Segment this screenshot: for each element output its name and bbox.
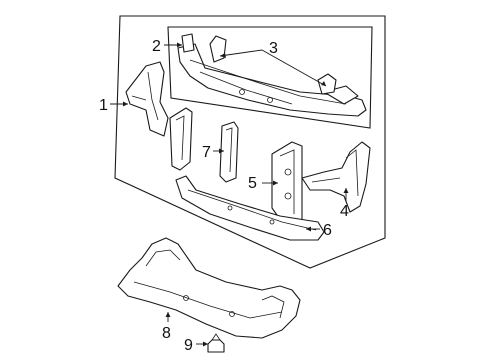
- callout-6: 6: [323, 222, 332, 239]
- callout-9: 9: [184, 337, 193, 354]
- lower-crossmember-part: [175, 175, 325, 241]
- right-upright-part: [271, 141, 303, 227]
- callout-8: 8: [162, 325, 171, 342]
- callout-4: 4: [340, 203, 349, 220]
- callout-5: 5: [248, 175, 257, 192]
- callout-1: 1: [99, 97, 108, 114]
- vertical-brace-part: [219, 121, 239, 183]
- leader-3-a: [219, 49, 263, 57]
- nut-part: [207, 333, 225, 353]
- splash-shield-part: [117, 237, 301, 339]
- assembly-frame-inner: [167, 26, 373, 129]
- leader-lines: [110, 42, 349, 347]
- callout-3: 3: [269, 40, 278, 57]
- callout-2: 2: [152, 38, 161, 55]
- left-side-support-part: [125, 61, 169, 137]
- leader-3-b: [261, 49, 327, 87]
- right-side-bracket-part: [301, 141, 371, 213]
- left-upright-part: [169, 107, 193, 171]
- callout-7: 7: [202, 144, 211, 161]
- assembly-frame-outer: [114, 15, 386, 269]
